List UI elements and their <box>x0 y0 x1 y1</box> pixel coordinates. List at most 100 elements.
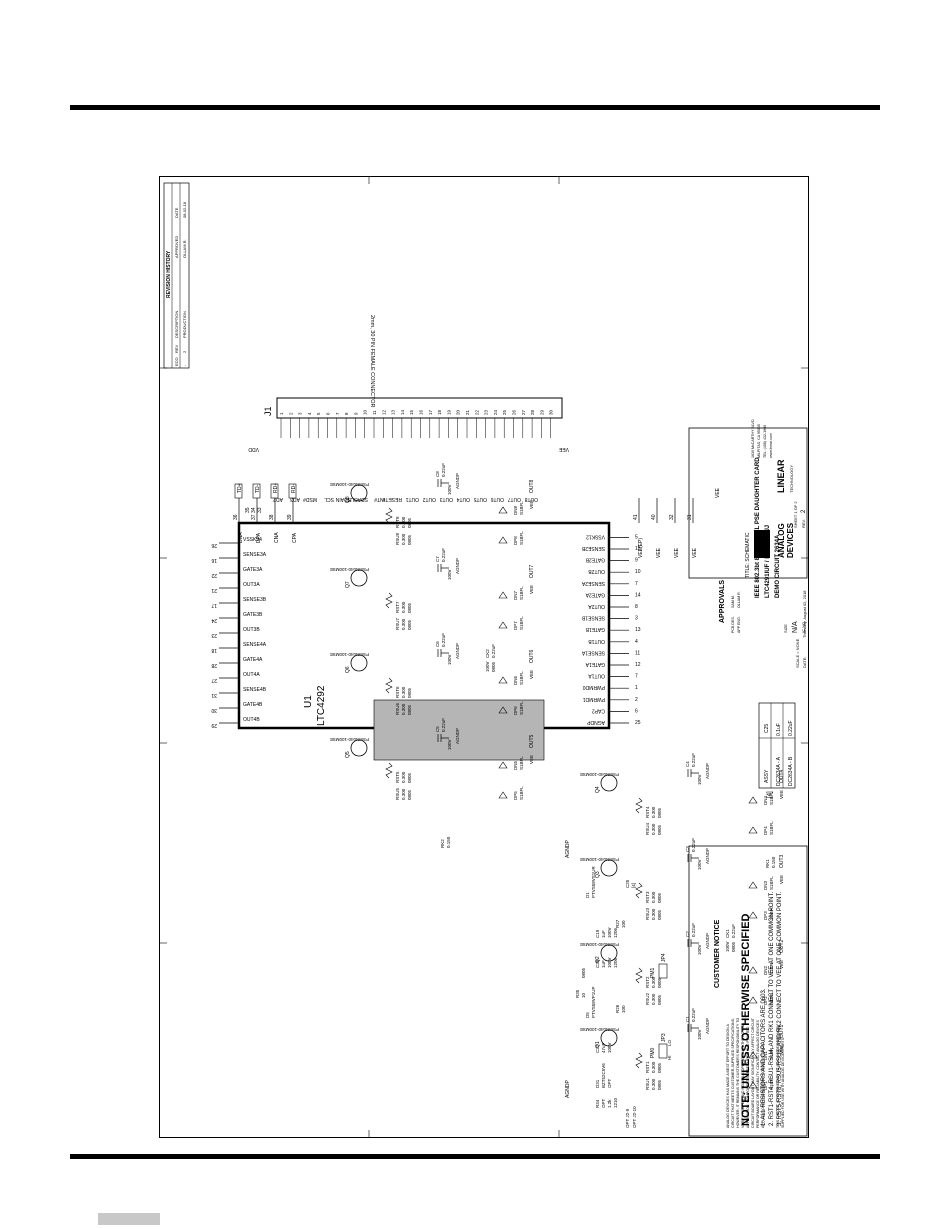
cap-value: 0.22uF <box>441 548 446 562</box>
rev-header: DATE <box>174 207 179 218</box>
diode-DN2 <box>748 966 758 974</box>
brand-bottom: DEVICES <box>786 522 795 558</box>
resistor-value: 0.300 <box>401 771 406 783</box>
u1-pin-num: 30 <box>211 707 217 713</box>
lo-label: LO <box>667 1039 672 1046</box>
c19-ref: C19 <box>595 929 600 938</box>
j1-pin-num: 26 <box>512 409 517 415</box>
diode-ref: DN2 <box>763 966 768 975</box>
rk-ref: RK1 <box>765 859 770 868</box>
scale: SCALE = NONE <box>795 638 800 668</box>
resistor-size: 0805 <box>657 1062 662 1073</box>
u1-pin-num: 6 <box>635 708 638 714</box>
cap-voltage: 100V <box>447 739 452 750</box>
bottom-rule <box>70 1154 880 1159</box>
u1-pin-num: 14 <box>635 592 641 598</box>
resistor-value: 0.300 <box>401 533 406 545</box>
diode-ref: DP8 <box>513 536 518 545</box>
revision-cells: ECOREVDESCRIPTIONAPPROVEDDATE-2PRODUCTIO… <box>174 201 187 366</box>
approvals-label: APPROVALS <box>719 580 726 623</box>
cap-ref: C2 <box>685 931 690 937</box>
u1-pin-num: 2 <box>635 697 638 703</box>
c27-ref: C27 <box>595 1044 600 1053</box>
j1-pin-num: 28 <box>530 409 535 415</box>
cap-value: 0.22uF <box>691 923 696 937</box>
u1-pin-name: GATE1B <box>585 626 605 632</box>
u1-pin-name: OUT4B <box>243 717 260 723</box>
diode-ref: DP6 <box>513 706 518 715</box>
net-port <box>288 483 297 499</box>
agndp-label: AGNDP <box>455 643 460 659</box>
cap-ref: C1 <box>685 1016 690 1022</box>
resistor-value: 0.300 <box>651 891 656 903</box>
u1-pin-num: 31 <box>211 692 217 698</box>
u1-pin-name: VEE <box>674 547 680 558</box>
c28-ref: C28 <box>595 959 600 968</box>
r27-value: 100 <box>621 920 626 928</box>
mosfet-ref: Q3 <box>595 871 601 878</box>
u1-pin-name: SENSE4A <box>243 642 267 648</box>
resistor-ref: RST8 <box>395 516 400 528</box>
rev-header: ECO <box>174 357 179 366</box>
cap-voltage: 100V <box>447 569 452 580</box>
j1-signal: OUT7 <box>507 496 521 502</box>
diode-DP5 <box>498 791 508 799</box>
customer-notice-body: ANALOG DEVICES HAS MADE A BEST EFFORT TO… <box>726 1017 765 1128</box>
r34-value: 1.2k <box>607 1099 612 1108</box>
vee-label: VEE <box>779 960 784 969</box>
top-rule <box>70 105 880 110</box>
u1-pin-num: 3 <box>635 616 638 622</box>
resistor-value: 0.300 <box>651 1078 656 1090</box>
c19-voltage: 100V <box>607 927 612 938</box>
u1-pin-name: GATE4B <box>243 702 263 708</box>
resistor-value: 0.300 <box>651 908 656 920</box>
rev-title: REVISION HISTORY <box>166 250 172 298</box>
resistor-value: 0.300 <box>401 703 406 715</box>
resistor-ref: RST4 <box>645 806 650 818</box>
ck-value: 0.22uF <box>491 644 496 658</box>
u1-pin-num: 31 <box>687 514 693 520</box>
resistor-RST8 <box>385 507 393 524</box>
mosfet-part: PSMN040-100MSE <box>580 772 619 777</box>
resistor-value: 0.300 <box>401 686 406 698</box>
assy-cell: DC2634A - A <box>776 756 782 786</box>
notice-line: CIRCUIT BOARD LAYOUT MAY SIGNIFICANTLY A… <box>751 1017 755 1128</box>
assy-cell: DC2634A - B <box>788 756 794 786</box>
diode-DN7 <box>498 591 508 599</box>
mosfet-ref: Q4 <box>595 786 601 793</box>
out-label: OUT8 <box>529 479 535 493</box>
j1-pin-num: 16 <box>419 409 424 415</box>
c25-value: [4] <box>631 883 636 888</box>
u1-pin-name: VSSK12 <box>586 533 605 539</box>
out-label: OUT7 <box>529 564 535 578</box>
j1-pin-num: 25 <box>502 409 507 415</box>
notice-footer-line: THIS CIRCUIT IS PROPRIETARY TO ANALOG DE… <box>776 1026 780 1128</box>
mosfet-part: PSMN040-100MSE <box>330 482 369 487</box>
vee-label: VEE <box>558 446 569 452</box>
j1-pin-num: 5 <box>316 412 321 415</box>
j1-pin-num: 3 <box>298 412 303 415</box>
j1-pin-num: 6 <box>326 412 331 415</box>
vee-label: VEE <box>529 670 534 679</box>
resistor-ref: RST7 <box>395 601 400 613</box>
u1-pin-num: 22 <box>211 572 217 578</box>
rev-value: 2 <box>801 509 807 513</box>
assy-footnote: [4] <box>767 791 773 798</box>
agndp-label: AGNDP <box>705 933 710 949</box>
cap-ref: C8 <box>435 471 440 477</box>
u1-pin-num: 26 <box>211 542 217 548</box>
diode-part: S1BFL <box>519 786 524 800</box>
u1-pin-num: 38 <box>269 514 275 520</box>
agndp-label: AGNDP <box>705 763 710 779</box>
r35-value: 10 <box>581 992 586 998</box>
r27-ref: R27 <box>615 919 620 928</box>
resistor-RST6 <box>385 677 393 694</box>
r26-value: 100 <box>621 1005 626 1013</box>
diode-part: S1BFL <box>519 531 524 545</box>
